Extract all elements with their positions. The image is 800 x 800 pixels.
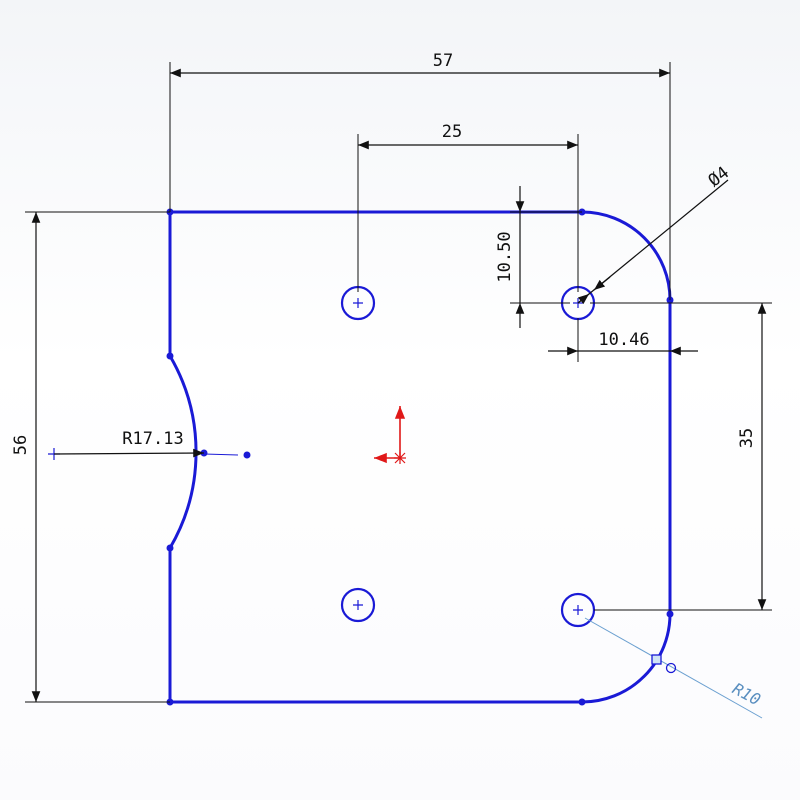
- vertex-bottom-arc-end[interactable]: [578, 698, 586, 706]
- handle-circle-icon[interactable]: [665, 662, 677, 674]
- hole-bottom-right[interactable]: [560, 592, 596, 628]
- dimension-hole-offset-top[interactable]: 10.50: [495, 186, 582, 328]
- hole-center-mark-icon: [353, 600, 363, 610]
- handle-square-icon[interactable]: [651, 654, 662, 665]
- vertex-left-arc-top[interactable]: [166, 352, 174, 360]
- dimension-text: R17.13: [122, 429, 183, 449]
- hole-bottom-left[interactable]: [340, 587, 376, 623]
- dimension-hole-offset-right[interactable]: 10.46: [548, 318, 698, 362]
- dimension-hole-spacing-x[interactable]: 25: [357, 122, 579, 292]
- arc-center-point[interactable]: [243, 451, 251, 459]
- dimension-hole-diameter[interactable]: Ø4: [577, 163, 733, 305]
- vertex-right-lower-arc-start[interactable]: [666, 610, 674, 618]
- hole-center-mark-icon: [353, 298, 363, 308]
- dimension-text: 10.46: [598, 330, 649, 350]
- dimension-corner-radius[interactable]: R10: [584, 617, 764, 719]
- origin-triad-icon: [374, 406, 406, 464]
- dimension-text: R10: [729, 679, 763, 709]
- dimension-hole-spacing-y[interactable]: 35: [590, 302, 772, 611]
- dimension-text: 35: [737, 428, 757, 448]
- dimension-text: 56: [11, 435, 31, 455]
- holes: [340, 285, 596, 628]
- hole-center-mark-icon: [573, 605, 583, 615]
- dimension-text: Ø4: [705, 163, 733, 191]
- vertex-left-arc-bottom[interactable]: [166, 544, 174, 552]
- dimension-text: 10.50: [495, 231, 515, 282]
- dimension-text: 25: [442, 122, 462, 142]
- profile-vertices: [166, 208, 674, 706]
- part-profile[interactable]: [166, 208, 674, 706]
- dimension-overall-height[interactable]: 56: [11, 211, 170, 703]
- dimension-text: 57: [433, 51, 453, 71]
- dimension-overall-width[interactable]: 57: [169, 51, 671, 300]
- dimension-left-arc-radius[interactable]: R17.13: [48, 429, 239, 460]
